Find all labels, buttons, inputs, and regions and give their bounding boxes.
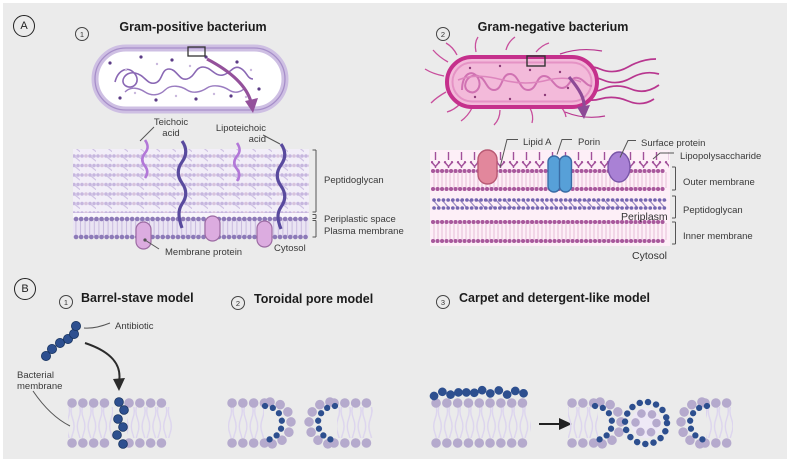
gram-positive-membrane-diagram — [73, 126, 317, 250]
barrel-stave-title: Barrel-stave model — [81, 291, 194, 305]
carpet-antibiotic-dots — [429, 383, 532, 402]
bacterial-membrane-label: Bacterial membrane — [17, 370, 63, 392]
lipoteichoic-acid-strand — [176, 140, 188, 229]
outer-membrane-label: Outer membrane — [683, 177, 755, 188]
surface-protein-shape — [607, 151, 631, 183]
barrel-stave-model-drawing — [32, 320, 174, 449]
teichoic-acid-strand — [233, 142, 241, 182]
gram-negative-title: Gram-negative bacterium — [477, 20, 629, 34]
periplastic-space-label: Periplastic space — [324, 214, 396, 225]
micelle — [621, 398, 671, 448]
toroidal-pore-title: Toroidal pore model — [254, 292, 374, 306]
gram-positive-number: 1 — [75, 27, 89, 41]
teichoic-acid-strand — [141, 139, 149, 179]
antibiotic-label: Antibiotic — [115, 321, 154, 332]
antibiotic-chain — [41, 320, 82, 361]
barrel-stave-number: 1 — [59, 295, 73, 309]
lipoteichoic-acid-label: Lipoteichoic acid — [215, 123, 266, 145]
lipid-a-label: Lipid A — [523, 137, 552, 148]
porin-label: Porin — [578, 137, 601, 148]
periplasm-label: Periplasm — [621, 211, 668, 223]
surface-protein-label: Surface protein — [641, 138, 706, 149]
carpet-detergent-model-drawing — [429, 383, 734, 449]
gram-negative-number: 2 — [436, 27, 450, 41]
zoom-box-gram-positive — [187, 46, 206, 57]
membrane-protein-shape — [204, 215, 221, 242]
lipoteichoic-acid-strand — [275, 143, 287, 230]
peptidoglycan-label-gn: Peptidoglycan — [683, 205, 743, 216]
gram-negative-cell — [424, 36, 660, 126]
lipopolysaccharide-label: Lipopolysaccharide — [680, 151, 762, 162]
diagram-artwork — [32, 36, 734, 449]
teichoic-acid-label: Teichoic acid — [153, 117, 189, 139]
panel-a-label: A — [20, 20, 28, 32]
panel-b-label: B — [21, 283, 29, 295]
zoom-box-gram-negative — [526, 55, 546, 67]
membrane-protein-label: Membrane protein — [165, 247, 243, 258]
plasma-membrane-label: Plasma membrane — [324, 226, 404, 237]
carpet-model-title: Carpet and detergent-like model — [459, 291, 651, 305]
porin-shape — [558, 155, 573, 193]
inner-membrane-label: Inner membrane — [683, 231, 753, 242]
callout-arrow-gram-negative — [567, 75, 586, 109]
cytosol-label-gp: Cytosol — [274, 243, 306, 254]
callout-arrow-gram-positive — [206, 57, 253, 103]
membrane-protein-shape — [256, 220, 273, 248]
lipid-a-shape — [477, 149, 498, 185]
porin-shape — [547, 155, 561, 193]
toroidal-pore-number: 2 — [231, 296, 245, 310]
gram-positive-cell — [91, 44, 289, 114]
panel-a-badge: A — [13, 15, 35, 37]
peptidoglycan-label-gp: Peptidoglycan — [324, 175, 384, 186]
gram-negative-membrane-diagram — [430, 139, 676, 246]
membrane-protein-shape — [135, 221, 152, 250]
panel-b-badge: B — [14, 278, 36, 300]
carpet-model-number: 3 — [436, 295, 450, 309]
cytosol-label-gn: Cytosol — [632, 250, 668, 262]
gram-positive-title: Gram-positive bacterium — [119, 20, 267, 34]
toroidal-pore-model-drawing — [227, 397, 376, 449]
pore-antibiotic-dots — [112, 397, 129, 449]
